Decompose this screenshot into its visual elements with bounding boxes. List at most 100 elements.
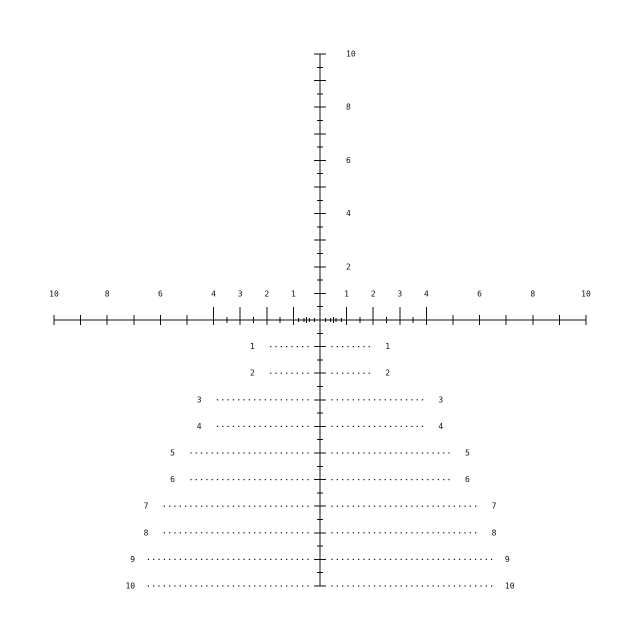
dot-right-row (416, 452, 418, 454)
dot-right-row (384, 479, 386, 481)
dot-right-row (342, 479, 344, 481)
tick-marks (53, 53, 587, 587)
dot-right-row (464, 532, 466, 534)
dot-left-row (275, 479, 277, 481)
dot-left-row (195, 452, 197, 454)
right-tick-label: 4 (424, 290, 429, 299)
dot-left-row (227, 532, 229, 534)
dot-left-row (296, 558, 298, 560)
dot-left-row (227, 479, 229, 481)
dot-right-row (400, 505, 402, 507)
dot-left-row (286, 505, 288, 507)
dot-right-row (331, 372, 333, 374)
dot-left-row (302, 346, 304, 348)
dot-left-row (291, 505, 293, 507)
dot-left-row (158, 585, 160, 587)
dot-right-row (416, 558, 418, 560)
dot-right-row (336, 532, 338, 534)
dot-right-row (336, 399, 338, 401)
dot-right-row (373, 452, 376, 454)
dot-right-row (453, 558, 455, 560)
dot-left-row (216, 558, 219, 560)
dot-right-row (373, 399, 376, 401)
dot-right-row (363, 452, 365, 454)
dot-right-row (411, 505, 413, 507)
dot-right-row (427, 479, 429, 481)
dot-left-row (302, 532, 304, 534)
dot-left-row (174, 585, 176, 587)
dot-left-row (238, 505, 240, 507)
dot-left-row (264, 505, 267, 507)
dot-right-row (389, 425, 392, 427)
dot-left-row (286, 452, 288, 454)
dot-left-row (153, 558, 155, 560)
dot-left-row (232, 585, 235, 587)
dot-left-row (169, 532, 171, 534)
dot-left-row (232, 505, 235, 507)
dot-left-row (286, 585, 288, 587)
dot-left-row (227, 399, 229, 401)
dot-left-row (179, 532, 181, 534)
dot-right-row (395, 479, 397, 481)
dot-right-row (331, 479, 333, 481)
dot-right-row (363, 399, 365, 401)
dot-right-row (421, 452, 424, 454)
dot-left-row (291, 558, 293, 560)
dot-right-row (379, 585, 381, 587)
dot-left-row (216, 399, 219, 401)
dot-right-row (475, 505, 477, 507)
dot-left-row (238, 479, 240, 481)
dot-left-row (302, 452, 304, 454)
top-tick-label: 4 (346, 209, 351, 218)
dot-right-row (342, 399, 344, 401)
dot-right-row (437, 558, 439, 560)
dot-right-row (459, 532, 461, 534)
dot-right-row (464, 585, 466, 587)
dot-left-row (238, 452, 240, 454)
dot-right-row (342, 372, 344, 374)
dot-right-row (389, 505, 392, 507)
dot-left-row (222, 425, 224, 427)
dot-right-row (336, 452, 338, 454)
dot-right-row (405, 558, 408, 560)
dot-right-row (437, 452, 439, 454)
dot-right-row (352, 479, 354, 481)
dot-right-row (432, 558, 434, 560)
dot-right-row (448, 558, 450, 560)
dot-left-row (243, 452, 245, 454)
dot-right-row (384, 505, 386, 507)
dot-right-row (400, 585, 402, 587)
dot-left-row (286, 372, 288, 374)
dot-left-row (307, 532, 309, 534)
dot-left-row (190, 585, 192, 587)
dot-left-row (275, 558, 277, 560)
dot-right-row (352, 399, 354, 401)
dot-left-row (307, 479, 309, 481)
dot-right-row (448, 479, 450, 481)
right-tick-label: 10 (581, 290, 591, 299)
dot-right-row (453, 505, 455, 507)
dot-left-row (169, 558, 171, 560)
dot-right-row (373, 585, 376, 587)
dot-left-row (201, 532, 203, 534)
dot-left-row (254, 532, 256, 534)
dot-left-row (185, 585, 187, 587)
dot-right-row (358, 585, 360, 587)
dot-right-row (363, 532, 365, 534)
dot-left-row (201, 558, 203, 560)
dot-left-row (264, 585, 267, 587)
dot-left-row (275, 585, 277, 587)
top-tick-label: 2 (346, 262, 351, 271)
dot-left-row (211, 479, 213, 481)
dot-left-row (190, 532, 192, 534)
dot-right-row (363, 585, 365, 587)
lower-left-label: 8 (144, 528, 149, 537)
dot-right-row (352, 532, 354, 534)
dot-left-row (270, 558, 272, 560)
dot-right-row (379, 399, 381, 401)
lower-left-label: 7 (144, 502, 149, 511)
dot-left-row (222, 452, 224, 454)
dot-right-row (358, 425, 360, 427)
dot-left-row (243, 425, 245, 427)
dot-left-row (270, 372, 272, 374)
